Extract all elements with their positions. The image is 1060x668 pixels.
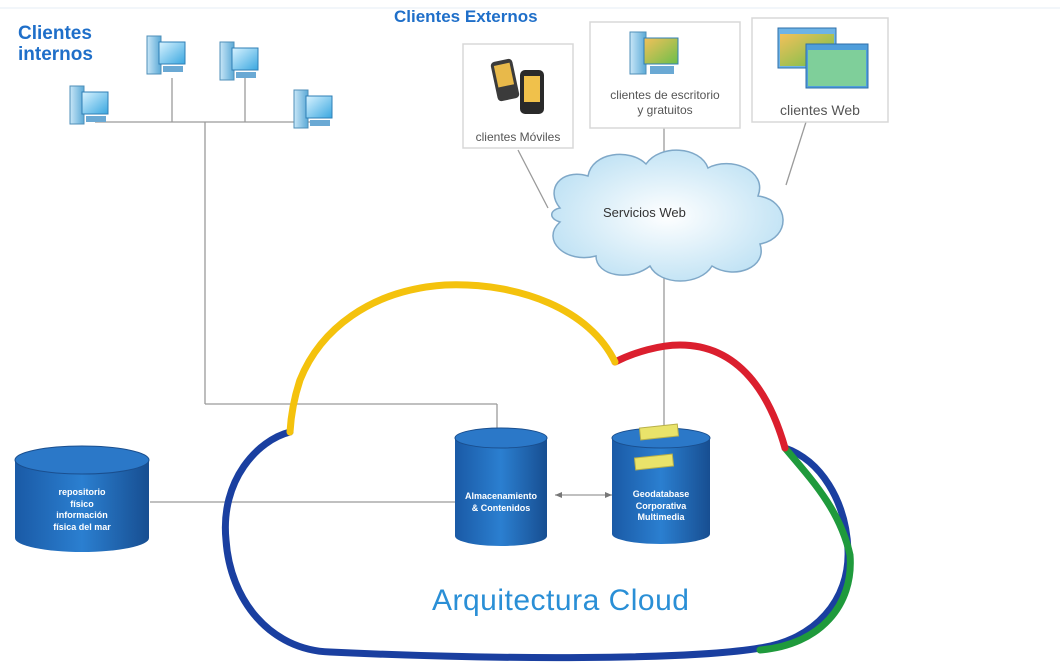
desktop-clients-label-line2: y gratuitos (637, 103, 693, 117)
mobile-clients-label: clientes Móviles (475, 130, 561, 144)
internal-clients-title: Clientes internos (18, 23, 93, 66)
repository-label-line2: físico (70, 498, 94, 509)
web-window-icon (777, 27, 869, 89)
arrow-right-marker (605, 492, 612, 498)
internal-computer-1 (69, 85, 109, 125)
card-desktop-clients (589, 21, 741, 129)
internal-clients-title-line2: internos (18, 43, 93, 65)
desktop-computer-icon (146, 35, 186, 75)
desktop-clients-label: clientes de escritorio y gratuitos (590, 88, 740, 118)
mobile-phone-icon (490, 58, 544, 114)
geodatabase-label-line3: Multimedia (637, 512, 685, 523)
document-icon (633, 423, 680, 471)
architecture-cloud-title: Arquitectura Cloud (432, 584, 690, 617)
card-mobile-clients (462, 43, 574, 149)
desktop-computer-icon (293, 89, 333, 129)
architecture-cloud-outline (221, 281, 854, 662)
repository-label-line3: información (56, 510, 108, 521)
storage-database-icon (454, 427, 548, 546)
geodatabase-label-line1: Geodatabase (632, 489, 690, 499)
web-services-label: Servicios Web (603, 205, 686, 220)
desktop-computer-icon (219, 41, 259, 81)
repository-label: repositorio físico información física de… (15, 487, 149, 534)
storage-label-line2: & Contenidos (471, 502, 531, 513)
geodatabase-label: Geodatabase Corporativa Multimedia (612, 489, 710, 524)
web-clients-label: clientes Web (780, 102, 860, 118)
desktop-computer-icon (629, 31, 679, 75)
internal-computer-2 (146, 35, 186, 75)
repository-database-icon (14, 445, 150, 552)
storage-label: Almacenamiento & Contenidos (455, 491, 547, 514)
arrow-left-marker (555, 492, 562, 498)
geodatabase-database-icon (611, 423, 711, 544)
desktop-computer-icon (69, 85, 109, 125)
internal-computer-4 (293, 89, 333, 129)
geodatabase-label-line2: Corporativa (635, 500, 687, 511)
repository-label-line1: repositorio (58, 487, 106, 497)
desktop-clients-label-line1: clientes de escritorio (610, 88, 720, 102)
internal-network-lines (95, 78, 807, 503)
storage-label-line1: Almacenamiento (464, 491, 538, 501)
internal-clients-title-line1: Clientes (18, 23, 92, 44)
card-web-clients (751, 17, 889, 123)
internal-computer-3 (219, 41, 259, 81)
external-clients-title: Clientes Externos (394, 7, 538, 26)
repository-label-line4: física del mar (53, 522, 111, 533)
web-services-cloud (551, 149, 784, 282)
